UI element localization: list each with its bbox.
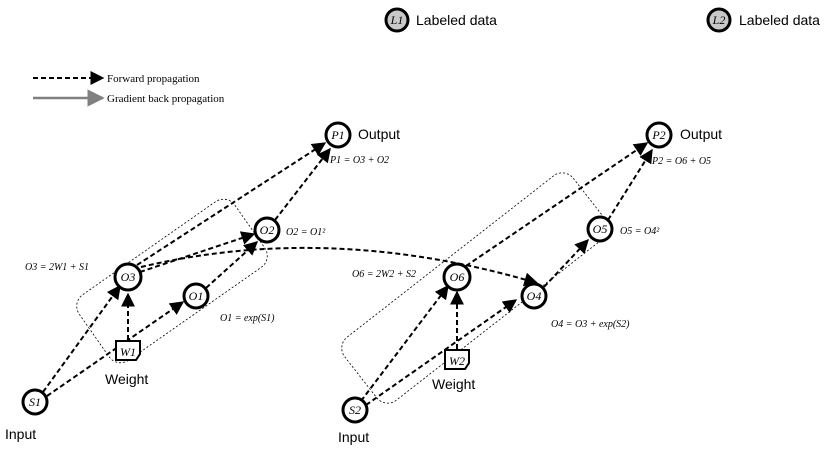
edge-o4-o5 (543, 238, 589, 288)
input-label-2: Input (338, 429, 369, 445)
node-o4-text: O4 (527, 289, 542, 303)
node-s1: S1 (21, 388, 49, 416)
graph1-boundary (76, 198, 268, 364)
eq-o4: O4 = O3 + exp(S2) (551, 319, 630, 330)
edge-o2-p1 (274, 147, 331, 221)
labeled-data-l2: L2 Labeled data (706, 7, 820, 33)
edge-s2-o6 (360, 284, 449, 402)
node-o2: O2 (253, 216, 281, 244)
labeled-node-l1-text: L1 (390, 13, 404, 27)
edge-o1-o2 (205, 241, 259, 289)
node-p1: P1 (324, 121, 352, 149)
node-o6: O6 (442, 262, 472, 292)
node-p2: P2 (645, 121, 673, 149)
graph2-boundary (341, 172, 609, 404)
labeled-node-l1 (384, 7, 410, 33)
input-label-1: Input (5, 426, 36, 442)
node-s1-text: S1 (29, 395, 41, 409)
node-o6-text: O6 (450, 270, 465, 284)
forward-legend-label: Forward propagation (107, 73, 200, 85)
eq-o1: O1 = exp(S1) (220, 313, 275, 324)
weight-label-2: Weight (432, 376, 475, 392)
node-w1: W1 (115, 340, 141, 361)
edge-o3-o4 (140, 246, 539, 287)
node-o3-text: O3 (121, 270, 136, 284)
backward-legend-label: Gradient back propagation (107, 93, 225, 105)
graph2-edges (360, 142, 653, 406)
node-p1-text: P1 (330, 128, 344, 142)
node-w2: W2 (444, 349, 470, 370)
node-s2: S2 (341, 396, 369, 424)
edge-s2-o4 (365, 299, 518, 406)
node-o5-text: O5 (593, 222, 608, 236)
eq-p1: P1 = O3 + O2 (329, 155, 389, 166)
node-o4: O4 (520, 282, 548, 310)
labeled-node-l2 (706, 7, 732, 33)
weight-label-1: Weight (105, 371, 148, 387)
node-p2-text: P2 (651, 128, 665, 142)
eq-o3: O3 = 2W1 + S1 (25, 262, 89, 273)
eq-o6: O6 = 2W2 + S2 (352, 269, 416, 280)
node-o3: O3 (113, 262, 143, 292)
labeled-data-l1: L1 Labeled data (384, 7, 497, 33)
propagation-legend: Forward propagation Gradient back propag… (33, 71, 225, 107)
edge-s1-o3 (42, 284, 121, 393)
labeled-node-l2-text: L2 (712, 13, 726, 27)
node-w2-text: W2 (449, 354, 465, 368)
edge-o3-o2 (139, 231, 256, 273)
eq-o5: O5 = O4² (620, 226, 660, 237)
edge-o3-p1 (136, 142, 327, 266)
eq-o2: O2 = O1² (286, 227, 326, 238)
eq-p2: P2 = O6 + O5 (651, 156, 711, 167)
node-o2-text: O2 (260, 223, 275, 237)
output-label-1: Output (358, 126, 400, 142)
output-label-2: Output (680, 126, 722, 142)
labeled-data-label-2: Labeled data (739, 12, 820, 28)
labeled-data-label-1: Labeled data (416, 12, 497, 28)
edge-o6-p2 (465, 142, 649, 267)
node-o1-text: O1 (189, 289, 204, 303)
node-o5: O5 (586, 215, 614, 243)
node-w1-text: W1 (120, 345, 136, 359)
node-o1: O1 (182, 282, 210, 310)
edge-o5-p2 (607, 148, 653, 221)
node-s2-text: S2 (349, 403, 361, 417)
